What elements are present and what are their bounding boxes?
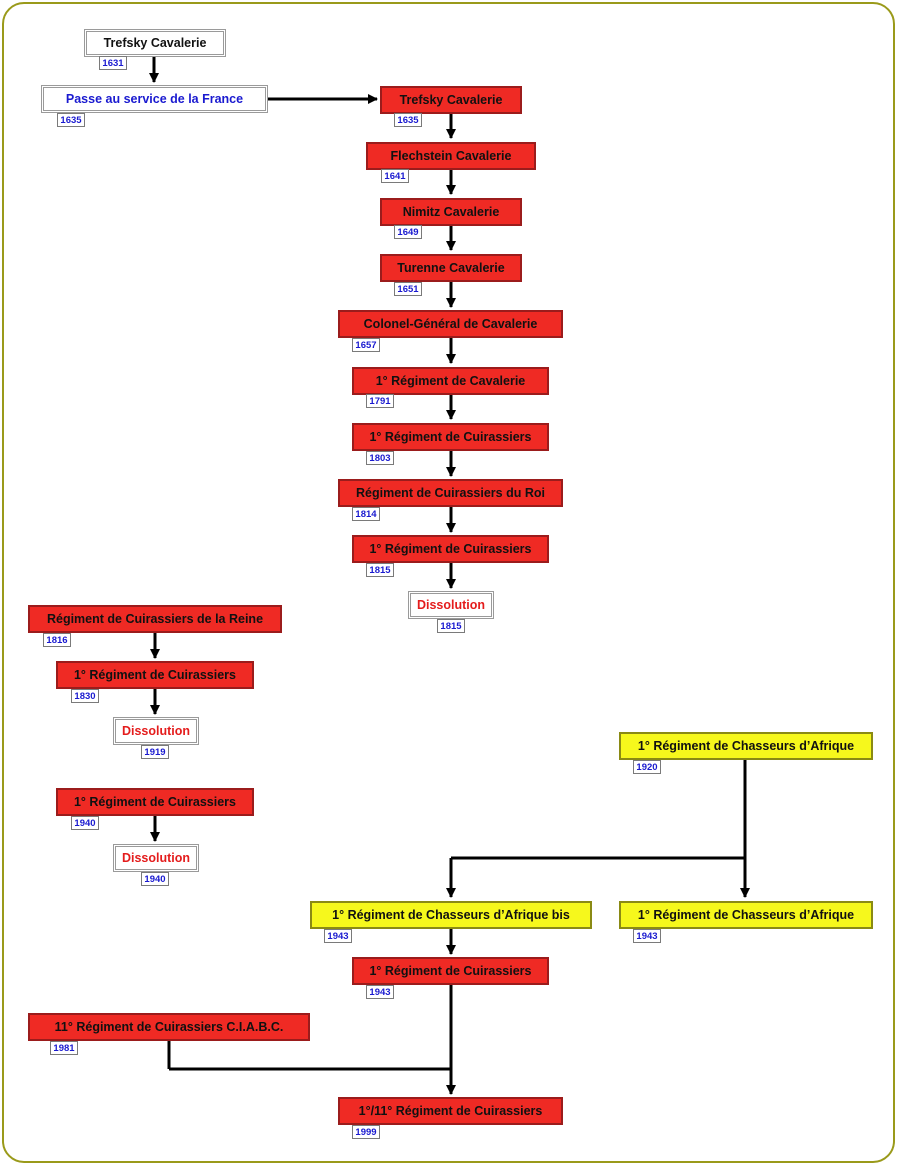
year-1803: 1803 [366,451,394,465]
node-chasseurs-afrique-1920: 1° Régiment de Chasseurs d’Afrique [619,732,873,760]
year-1815: 1815 [366,563,394,577]
node-chasseurs-afrique-bis: 1° Régiment de Chasseurs d’Afrique bis [310,901,592,929]
year-1943-cuir: 1943 [366,985,394,999]
year-1791: 1791 [366,394,394,408]
node-1-11-cuirassiers: 1°/11° Régiment de Cuirassiers [338,1097,563,1125]
node-dissolution-1940: Dissolution [113,844,199,872]
node-passe-au-service: Passe au service de la France [41,85,268,113]
year-1814: 1814 [352,507,380,521]
node-1-cuirassiers-1830: 1° Régiment de Cuirassiers [56,661,254,689]
year-1657: 1657 [352,338,380,352]
node-trefsky-1631: Trefsky Cavalerie [84,29,226,57]
node-turenne: Turenne Cavalerie [380,254,522,282]
year-1981: 1981 [50,1041,78,1055]
year-1815-dissolution: 1815 [437,619,465,633]
node-11-cuirassiers-ciabc: 11° Régiment de Cuirassiers C.I.A.B.C. [28,1013,310,1041]
year-1943-rca: 1943 [633,929,661,943]
node-flechstein: Flechstein Cavalerie [366,142,536,170]
year-1651: 1651 [394,282,422,296]
year-1635-trefsky: 1635 [394,113,422,127]
year-1940-dissolution: 1940 [141,872,169,886]
node-cuirassiers-reine: Régiment de Cuirassiers de la Reine [28,605,282,633]
node-chasseurs-afrique-1943: 1° Régiment de Chasseurs d’Afrique [619,901,873,929]
year-1920: 1920 [633,760,661,774]
year-1919: 1919 [141,745,169,759]
node-dissolution-1815: Dissolution [408,591,494,619]
node-1-cuirassiers-1940: 1° Régiment de Cuirassiers [56,788,254,816]
node-1-cuirassiers-1943: 1° Régiment de Cuirassiers [352,957,549,985]
node-1-cuirassiers-1815: 1° Régiment de Cuirassiers [352,535,549,563]
node-cuirassiers-du-roi: Régiment de Cuirassiers du Roi [338,479,563,507]
year-1999: 1999 [352,1125,380,1139]
year-1641: 1641 [381,169,409,183]
year-1631: 1631 [99,56,127,70]
node-colonel-general: Colonel-Général de Cavalerie [338,310,563,338]
year-1940: 1940 [71,816,99,830]
node-nimitz: Nimitz Cavalerie [380,198,522,226]
year-1943-bis: 1943 [324,929,352,943]
node-1-cavalerie: 1° Régiment de Cavalerie [352,367,549,395]
year-1635-passe: 1635 [57,113,85,127]
year-1816: 1816 [43,633,71,647]
year-1830: 1830 [71,689,99,703]
node-dissolution-1919: Dissolution [113,717,199,745]
node-1-cuirassiers-1803: 1° Régiment de Cuirassiers [352,423,549,451]
year-1649: 1649 [394,225,422,239]
node-trefsky-1635: Trefsky Cavalerie [380,86,522,114]
